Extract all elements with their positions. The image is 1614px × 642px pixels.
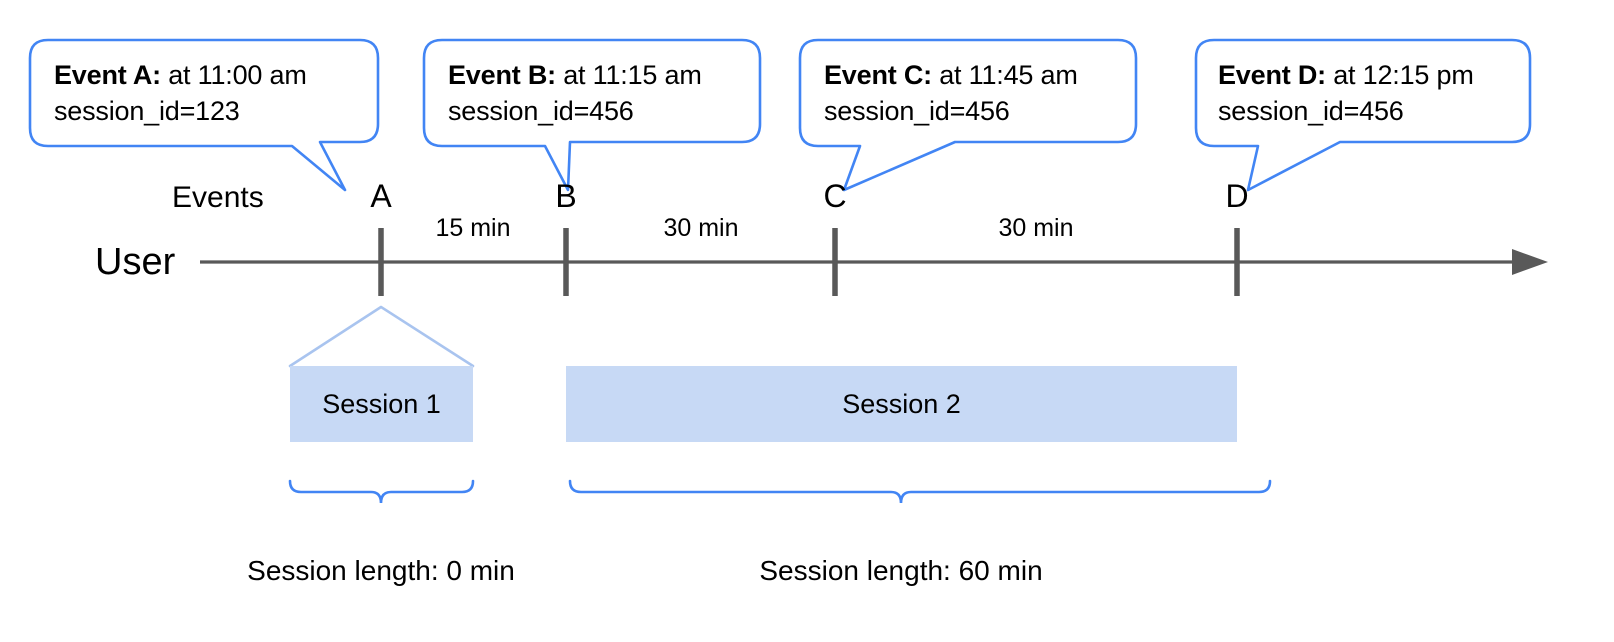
callout-b-line1: Event B: at 11:15 am — [448, 57, 702, 93]
session-2-label: Session 2 — [842, 389, 961, 419]
callout-c-session: session_id=456 — [824, 96, 1010, 126]
callout-a-line1: Event A: at 11:00 am — [54, 57, 307, 93]
events-row-label: Events — [172, 181, 264, 214]
gap-label-cd: 30 min — [998, 214, 1074, 242]
session-2-length-label: Session length: 60 min — [759, 555, 1043, 586]
callout-d-line1: Event D: at 12:15 pm — [1218, 57, 1474, 93]
event-label-b: B — [555, 178, 577, 214]
callout-b-session: session_id=456 — [448, 96, 634, 126]
callout-bubble-a — [28, 38, 380, 192]
gap-label-bc: 30 min — [663, 214, 739, 242]
event-label-d: D — [1225, 178, 1249, 214]
callout-c-title: Event C: — [824, 60, 932, 90]
callout-a-title: Event A: — [54, 60, 161, 90]
callout-b-time: at 11:15 am — [555, 60, 702, 90]
session-bar-1 — [290, 366, 473, 442]
callout-bubble-d — [1194, 38, 1532, 192]
callout-bubble-b — [422, 38, 762, 192]
session-1-label: Session 1 — [322, 389, 441, 419]
callout-bubble-c — [798, 38, 1138, 192]
callout-d-time: at 12:15 pm — [1325, 60, 1474, 90]
callout-a-session: session_id=123 — [54, 96, 240, 126]
session1-connector — [288, 305, 475, 368]
session1-brace — [288, 479, 475, 504]
callout-d-session: session_id=456 — [1218, 96, 1404, 126]
callout-a-time: at 11:00 am — [160, 60, 307, 90]
callout-c-line1: Event C: at 11:45 am — [824, 57, 1078, 93]
event-label-a: A — [370, 178, 392, 214]
session-1-length-label: Session length: 0 min — [247, 555, 515, 586]
callout-c-time: at 11:45 am — [931, 60, 1078, 90]
session-bar-2 — [566, 366, 1237, 442]
timeline-axis — [200, 249, 1548, 275]
gap-label-ab: 15 min — [435, 214, 511, 242]
callout-b-title: Event B: — [448, 60, 556, 90]
event-label-c: C — [823, 178, 847, 214]
callout-d-title: Event D: — [1218, 60, 1326, 90]
session2-brace — [568, 479, 1272, 504]
user-row-label: User — [95, 241, 176, 283]
